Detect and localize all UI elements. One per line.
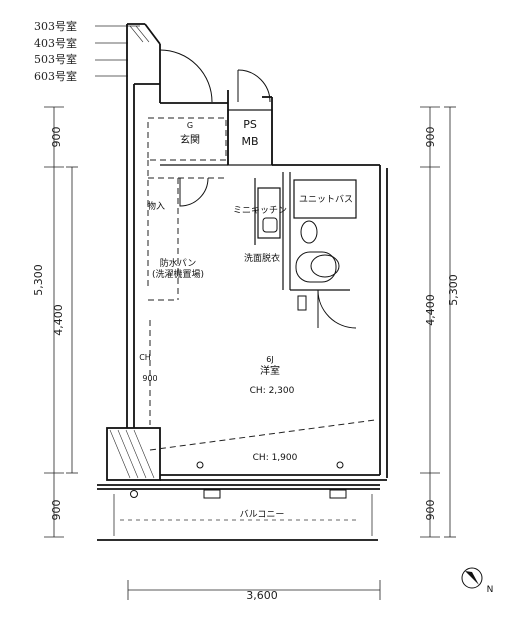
- balcony-details: [113, 494, 373, 536]
- western-code: 6J: [266, 355, 273, 364]
- left-ch-label: CH: [139, 353, 151, 362]
- unit-leader-lines: [95, 25, 140, 77]
- kitchen-label: ミニキッチン: [233, 205, 287, 216]
- entrance-code: G: [187, 121, 193, 130]
- compass-icon: N: [461, 567, 494, 595]
- pillar-hatching: [109, 25, 155, 479]
- western-label: 洋室: [260, 364, 280, 377]
- pan-sub-label: (洗濯機置場): [152, 268, 204, 280]
- dim-left-bottom: 900: [50, 500, 63, 521]
- pan-label: 防水パン: [160, 257, 196, 269]
- partitions: [160, 109, 357, 291]
- unit-number-list: 303号室 403号室 503号室 603号室: [34, 19, 77, 85]
- mb-label: MB: [241, 135, 258, 148]
- dimension-lines: [44, 106, 456, 600]
- doors: [159, 49, 357, 329]
- lower-ch-label: CH: 1,900: [253, 453, 298, 463]
- unit-number: 503号室: [34, 53, 77, 66]
- washroom-label: 洗面脱衣: [244, 252, 280, 264]
- ps-label: PS: [243, 118, 257, 131]
- entrance-label: 玄関: [180, 133, 200, 146]
- fixtures: [130, 217, 347, 499]
- dim-right-main: 4,400: [424, 294, 437, 326]
- unit-number: 303号室: [34, 20, 77, 33]
- dim-left-top: 900: [50, 127, 63, 148]
- toilet-fixture: [300, 220, 318, 244]
- dim-right-top: 900: [424, 127, 437, 148]
- storage-label: 物入: [147, 200, 165, 212]
- dim-bottom-width: 3,600: [246, 589, 278, 602]
- dim-right-bottom: 900: [424, 500, 437, 521]
- left-ch-value: 900: [142, 374, 157, 383]
- dim-left-main: 4,400: [52, 304, 65, 336]
- unit-number: 403号室: [34, 36, 77, 50]
- dim-left-total: 5,300: [32, 264, 45, 296]
- dashed-lines: [147, 117, 376, 451]
- dim-right-total: 5,300: [447, 274, 460, 306]
- sink-fixture: [310, 254, 340, 278]
- compass-label: N: [487, 585, 494, 595]
- western-ch-label: CH: 2,300: [250, 386, 295, 396]
- balcony-label: バルコニー: [240, 509, 285, 520]
- bath-label: ユニットバス: [299, 194, 353, 205]
- walls: [97, 23, 388, 541]
- unit-number: 603号室: [34, 69, 77, 83]
